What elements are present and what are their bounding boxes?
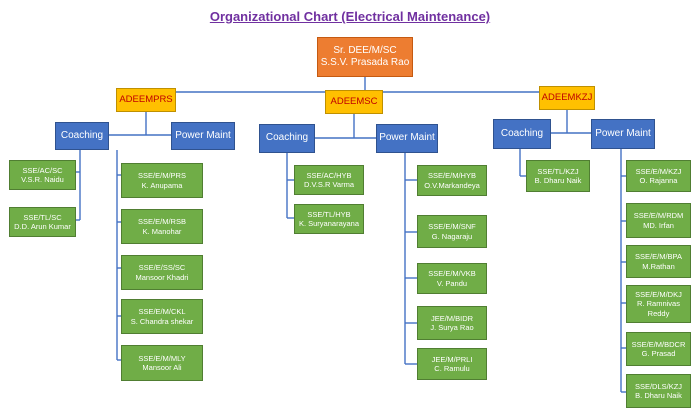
member-name: C. Ramulu xyxy=(434,364,470,373)
member-box: SSE/AC/SC V.S.R. Naidu xyxy=(9,160,76,190)
adeem-node: ADEEMKZJ xyxy=(539,86,595,110)
member-role: JEE/M/PRLI xyxy=(431,354,473,364)
member-role: SSE/E/M/BDCR xyxy=(631,339,686,349)
member-role: SSE/E/M/VKB xyxy=(428,269,476,279)
member-box: SSE/TL/SC D.D. Arun Kumar xyxy=(9,207,76,237)
member-box: SSE/E/M/MLY Mansoor Ali xyxy=(121,345,203,381)
member-role: SSE/AC/SC xyxy=(22,165,63,175)
member-name: V. Pandu xyxy=(436,278,468,288)
member-role: SSE/E/M/KZJ xyxy=(635,166,682,176)
member-role: SSE/AC/HYB xyxy=(306,170,352,180)
adeem-node: ADEEMSC xyxy=(325,90,383,114)
member-role: SSE/E/SS/SC xyxy=(138,263,186,273)
member-name: K. Suryanarayana xyxy=(298,219,360,228)
member-box: SSE/AC/HYB D.V.S.R Varma xyxy=(294,165,364,195)
member-name: M.Rathan xyxy=(642,261,675,271)
member-role: SSE/E/M/PRS xyxy=(138,171,186,181)
section-power-maint: Power Maint xyxy=(376,124,438,153)
section-coaching: Coaching xyxy=(55,122,109,150)
member-box: SSE/DLS/KZJ B. Dharu Naik xyxy=(626,374,691,408)
member-role: SSE/E/M/RSB xyxy=(138,217,186,227)
member-name: O.V.Markandeya xyxy=(424,180,480,190)
member-name: D.D. Arun Kumar xyxy=(14,222,71,231)
member-role: SSE/E/M/MLY xyxy=(138,353,186,363)
member-role: SSE/E/M/BPA xyxy=(635,252,682,262)
member-name: B. Dharu Naik xyxy=(534,176,582,185)
member-name: Mansoor Khadri xyxy=(135,272,189,282)
section-power-maint: Power Maint xyxy=(171,122,235,150)
member-box: JEE/M/PRLI C. Ramulu xyxy=(417,348,487,380)
member-box: SSE/E/M/VKB V. Pandu xyxy=(417,263,487,294)
member-box: SSE/E/M/CKL S. Chandra shekar xyxy=(121,299,203,334)
root-name: S.S.V. Prasada Rao xyxy=(320,57,410,68)
member-name: K. Manohar xyxy=(142,226,182,236)
member-role: JEE/M/BIDR xyxy=(430,313,474,323)
member-box: SSE/E/M/PRS K. Anupama xyxy=(121,163,203,198)
member-name: V.S.R. Naidu xyxy=(21,175,64,184)
member-box: SSE/TL/KZJ B. Dharu Naik xyxy=(526,160,590,192)
member-role: SSE/TL/HYB xyxy=(307,209,351,219)
member-role: SSE/E/M/CKL xyxy=(138,307,186,317)
member-role: SSE/E/M/DKJ xyxy=(635,289,682,299)
root-node: Sr. DEE/M/SC S.S.V. Prasada Rao xyxy=(317,37,413,77)
member-name: O. Rajanna xyxy=(639,176,678,185)
member-role: SSE/DLS/KZJ xyxy=(634,381,683,391)
root-role: Sr. DEE/M/SC xyxy=(333,44,397,56)
member-box: JEE/M/BIDR J. Surya Rao xyxy=(417,306,487,340)
member-box: SSE/E/M/HYB O.V.Markandeya xyxy=(417,165,487,196)
member-name: K. Anupama xyxy=(141,180,183,190)
member-name: G. Nagaraju xyxy=(431,231,473,241)
member-role: SSE/TL/KZJ xyxy=(537,166,579,176)
member-name: MD. Irfan xyxy=(643,220,674,230)
member-box: SSE/E/SS/SC Mansoor Khadri xyxy=(121,255,203,290)
member-name: R. Ramnivas Reddy xyxy=(637,299,680,318)
adeem-node: ADEEMPRS xyxy=(116,88,176,112)
member-name: Mansoor Ali xyxy=(142,363,182,372)
member-name: D.V.S.R Varma xyxy=(303,180,355,189)
member-role: SSE/TL/SC xyxy=(23,212,62,222)
member-box: SSE/E/M/RDM MD. Irfan xyxy=(626,203,691,238)
chart-title: Organizational Chart (Electrical Mainten… xyxy=(209,9,491,24)
section-coaching: Coaching xyxy=(493,119,551,149)
member-box: SSE/E/M/BDCR G. Prasad xyxy=(626,332,691,366)
member-role: SSE/E/M/RDM xyxy=(633,211,684,221)
member-role: SSE/E/M/SNF xyxy=(428,222,476,232)
member-box: SSE/E/M/SNF G. Nagaraju xyxy=(417,215,487,248)
member-role: SSE/E/M/HYB xyxy=(428,171,476,181)
section-coaching: Coaching xyxy=(259,124,315,153)
member-name: G. Prasad xyxy=(641,349,676,358)
member-box: SSE/E/M/DKJ R. Ramnivas Reddy xyxy=(626,285,691,323)
member-name: B. Dharu Naik xyxy=(635,391,682,400)
member-box: SSE/TL/HYB K. Suryanarayana xyxy=(294,204,364,234)
member-box: SSE/E/M/KZJ O. Rajanna xyxy=(626,160,691,192)
member-name: S. Chandra shekar xyxy=(130,316,194,326)
member-box: SSE/E/M/BPA M.Rathan xyxy=(626,245,691,278)
member-box: SSE/E/M/RSB K. Manohar xyxy=(121,209,203,244)
member-name: J. Surya Rao xyxy=(430,323,474,332)
section-power-maint: Power Maint xyxy=(591,119,655,149)
